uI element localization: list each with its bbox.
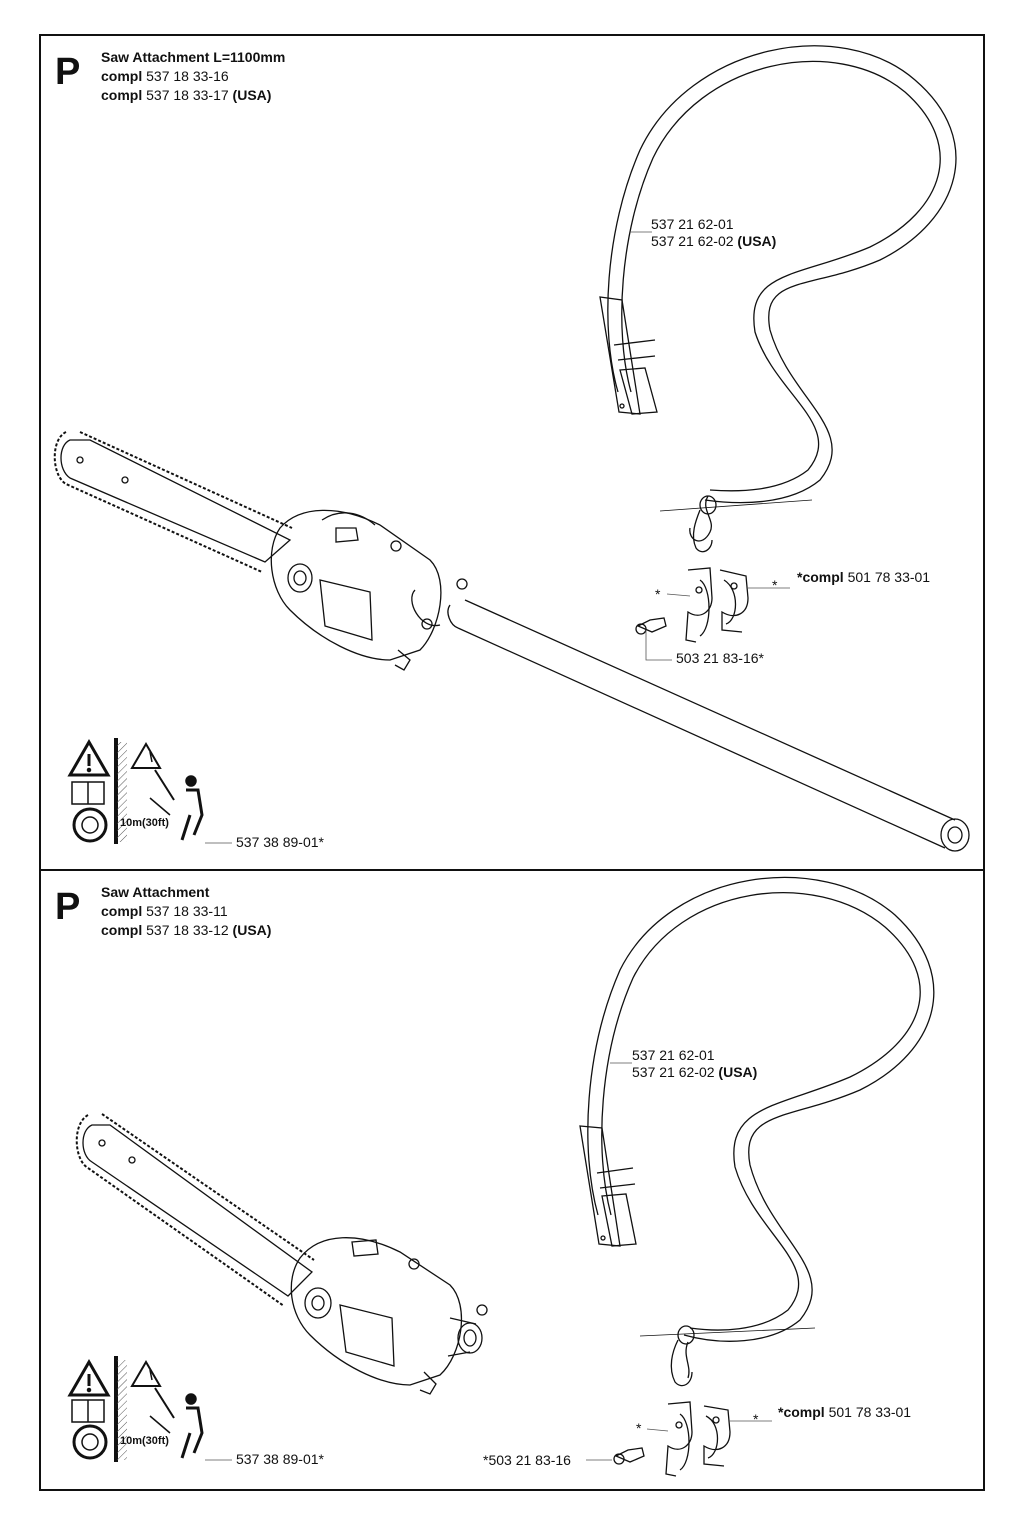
part-number: 501 78 33-01 [847,569,931,585]
compl-label: compl [101,68,143,84]
section-divider [39,869,985,871]
asterisk-mark: * [753,1411,759,1427]
region-label: (USA) [232,922,272,938]
part-number: 537 18 33-16 [146,68,229,84]
decal-label: 537 38 89-01* [236,834,324,850]
compl-label: compl [101,903,143,919]
section-header: Saw Attachment L=1100mm compl 537 18 33-… [101,48,285,105]
leader-lines [205,231,790,844]
section-header: Saw Attachment compl 537 18 33-11 compl … [101,883,271,940]
leader-lines [205,1062,772,1461]
warning-decal [67,1356,204,1462]
chainsaw-bar [75,1113,315,1307]
part-number: 537 21 62-01 [632,1047,715,1063]
region-label: (USA) [232,87,272,103]
shoulder-strap [599,45,957,504]
part-number: 537 21 62-02 [651,233,734,249]
strap-hook [639,1325,816,1387]
screw-label: *503 21 83-16 [483,1452,571,1468]
clamp-label: *compl 501 78 33-01 [797,569,930,586]
part-number: 501 78 33-01 [828,1404,912,1420]
clamp-label: *compl 501 78 33-01 [778,1404,911,1421]
strap-hook [659,495,813,553]
region-label: (USA) [737,233,777,249]
part-number: 537 21 62-02 [632,1064,715,1080]
asterisk-mark: * [655,586,661,602]
warning-decal [67,738,204,844]
section-letter: P [55,886,81,928]
drive-shaft [411,578,970,852]
compl-label: compl [101,87,143,103]
clamp-screw [635,617,667,635]
section-title: Saw Attachment L=1100mm [101,49,286,65]
compl-label: *compl [778,1404,825,1420]
part-number: 537 21 62-01 [651,216,734,232]
distance-label: 10m(30ft) [120,817,169,829]
part-number: 537 18 33-11 [146,903,228,919]
hanger-clamp [665,1401,731,1477]
compl-label: compl [101,922,143,938]
clamp-screw [613,1447,645,1465]
section-title: Saw Attachment [101,884,210,900]
section-letter: P [55,51,81,93]
decal-label: 537 38 89-01* [236,1451,324,1467]
compl-label: *compl [797,569,844,585]
distance-label: 10m(30ft) [120,1435,169,1447]
part-number: 537 18 33-12 [146,922,229,938]
chainsaw-bar [53,431,293,573]
strap-buckle [579,1125,621,1247]
asterisk-mark: * [772,577,778,593]
strap-buckle [599,296,641,415]
strap-label: 537 21 62-01 537 21 62-02 (USA) [651,216,776,250]
page-frame [39,34,985,1491]
part-number: 537 18 33-17 [146,87,229,103]
region-label: (USA) [718,1064,758,1080]
screw-label: 503 21 83-16* [676,650,764,666]
gearbox-housing [270,509,442,671]
shoulder-strap [579,876,935,1342]
asterisk-mark: * [636,1420,642,1436]
gearbox-housing [290,1237,488,1395]
hanger-clamp [685,567,749,643]
strap-label: 537 21 62-01 537 21 62-02 (USA) [632,1047,757,1081]
